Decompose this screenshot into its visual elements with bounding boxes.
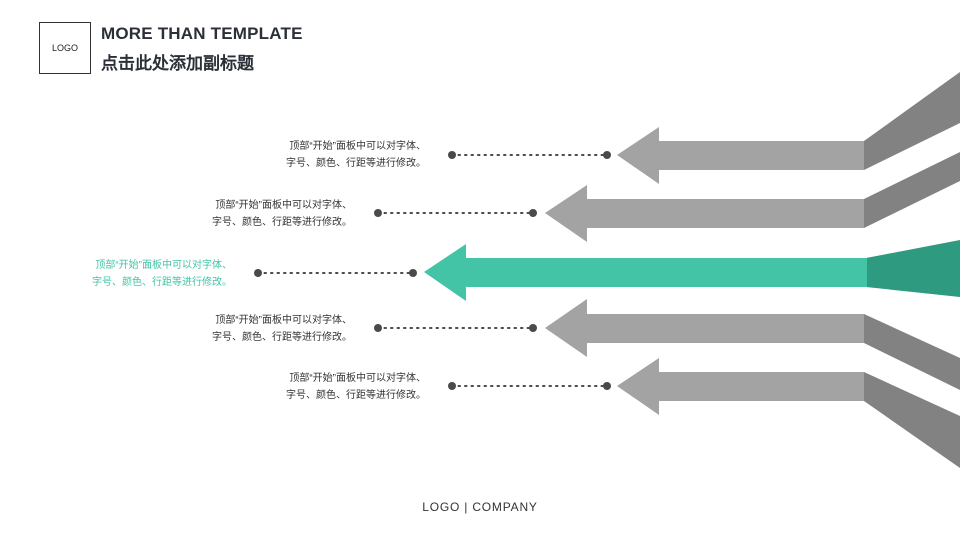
arrow-2 [545, 185, 864, 242]
caption-4-line-2: 字号、颜色、行距等进行修改。 [212, 332, 352, 343]
caption-5-line-1: 顶部“开始”面板中可以对字体、 [289, 373, 426, 384]
page-subtitle: 点击此处添加副标题 [101, 54, 254, 73]
footer-company: LOGO | COMPANY [422, 500, 538, 514]
arrow-5 [617, 358, 864, 415]
caption-2: 顶部“开始”面板中可以对字体、 字号、颜色、行距等进行修改。 [212, 197, 352, 231]
caption-4-line-1: 顶部“开始”面板中可以对字体、 [215, 315, 352, 326]
caption-1-line-2: 字号、颜色、行距等进行修改。 [286, 158, 426, 169]
logo-text: LOGO [51, 43, 78, 53]
page-title: MORE THAN TEMPLATE [101, 24, 303, 43]
caption-2-line-2: 字号、颜色、行距等进行修改。 [212, 217, 352, 228]
arrow-2-side-panel [864, 152, 960, 228]
arrow-1-side-panel [864, 72, 960, 170]
arrow-5-side-panel [864, 372, 960, 468]
caption-3-highlighted: 顶部“开始”面板中可以对字体、 字号、颜色、行距等进行修改。 [92, 257, 232, 291]
caption-3-line-1: 顶部“开始”面板中可以对字体、 [95, 260, 232, 271]
caption-5-line-2: 字号、颜色、行距等进行修改。 [286, 390, 426, 401]
arrow-3 [424, 244, 867, 301]
caption-1: 顶部“开始”面板中可以对字体、 字号、颜色、行距等进行修改。 [286, 138, 426, 172]
connector-5 [448, 382, 611, 390]
caption-2-line-1: 顶部“开始”面板中可以对字体、 [215, 200, 352, 211]
caption-1-line-1: 顶部“开始”面板中可以对字体、 [289, 141, 426, 152]
connector-2 [374, 209, 537, 217]
arrow-3-side-panel [866, 240, 960, 297]
arrow-1 [617, 127, 864, 184]
caption-5: 顶部“开始”面板中可以对字体、 字号、颜色、行距等进行修改。 [286, 370, 426, 404]
caption-3-line-2: 字号、颜色、行距等进行修改。 [92, 277, 232, 288]
arrow-4 [545, 299, 864, 357]
connector-1 [448, 151, 611, 159]
logo-placeholder: LOGO [39, 22, 91, 74]
caption-4: 顶部“开始”面板中可以对字体、 字号、颜色、行距等进行修改。 [212, 312, 352, 346]
connector-4 [374, 324, 537, 332]
connector-3 [254, 269, 417, 277]
arrow-4-side-panel [864, 314, 960, 390]
